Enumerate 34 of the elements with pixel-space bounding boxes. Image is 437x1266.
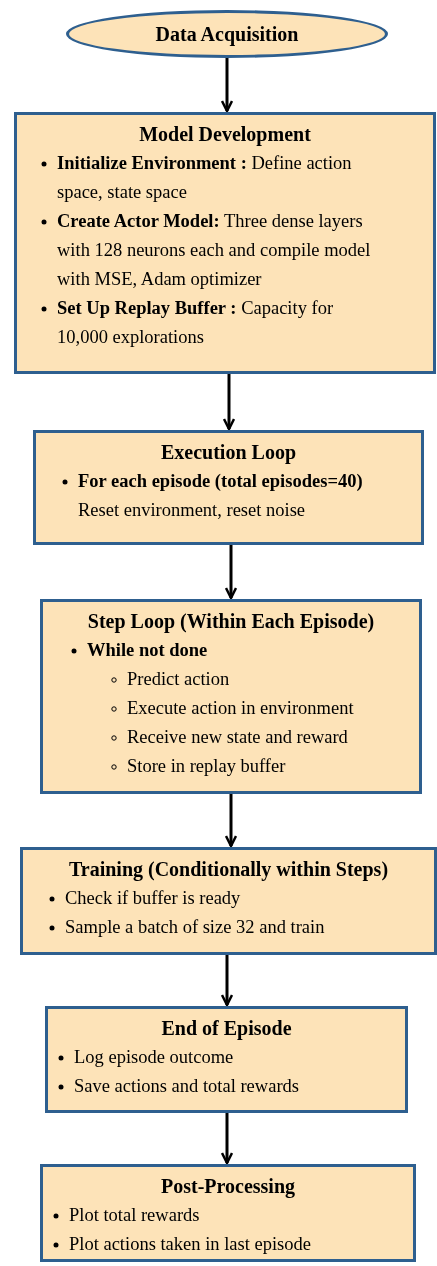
arrow — [224, 545, 238, 600]
bullet-text: Set Up Replay Buffer : Capacity for 10,000 explorations — [57, 297, 335, 349]
process-box — [40, 599, 422, 794]
node-title: Model Development — [139, 122, 311, 148]
node-title: Post-Processing — [160, 1174, 296, 1200]
bullet-text: Log episode outcome — [74, 1046, 235, 1069]
node-title: Data Acquisition — [155, 22, 299, 48]
node-title: Training (Conditionally within Steps) — [68, 857, 389, 883]
process-box — [33, 430, 424, 545]
arrow — [222, 374, 236, 431]
arrow — [224, 794, 238, 848]
bullet-text: For each episode (total episodes=40) Reset environment, reset noise — [78, 470, 364, 522]
arrow — [220, 955, 234, 1007]
bullet-text: Save actions and total rewards — [74, 1075, 300, 1098]
bullet-text: Initialize Environment : Define action space, state space — [57, 152, 353, 204]
bullet-text: Execute action in environment — [127, 697, 355, 720]
bullet-text: Check if buffer is ready — [65, 887, 242, 910]
bullet-text: Store in replay buffer — [127, 755, 287, 778]
process-box — [40, 1164, 416, 1262]
arrow — [220, 1113, 234, 1165]
arrow — [220, 58, 234, 113]
bullet-text: Predict action — [127, 668, 231, 691]
bullet-text: While not done — [87, 639, 209, 662]
process-box — [45, 1006, 408, 1113]
node-title: End of Episode — [161, 1016, 292, 1042]
node-title: Step Loop (Within Each Episode) — [87, 609, 375, 635]
bullet-text: Plot total rewards — [69, 1204, 201, 1227]
process-box — [14, 112, 436, 374]
bullet-text: Create Actor Model: Three dense layers with 128 neurons each and compile model with MSE, Adam optimizer — [57, 210, 372, 291]
process-box — [20, 847, 437, 955]
bullet-text: Plot actions taken in last episode — [69, 1233, 312, 1256]
bullet-text: Sample a batch of size 32 and train — [65, 916, 326, 939]
bullet-text: Receive new state and reward — [127, 726, 349, 749]
node-title: Execution Loop — [161, 440, 296, 466]
